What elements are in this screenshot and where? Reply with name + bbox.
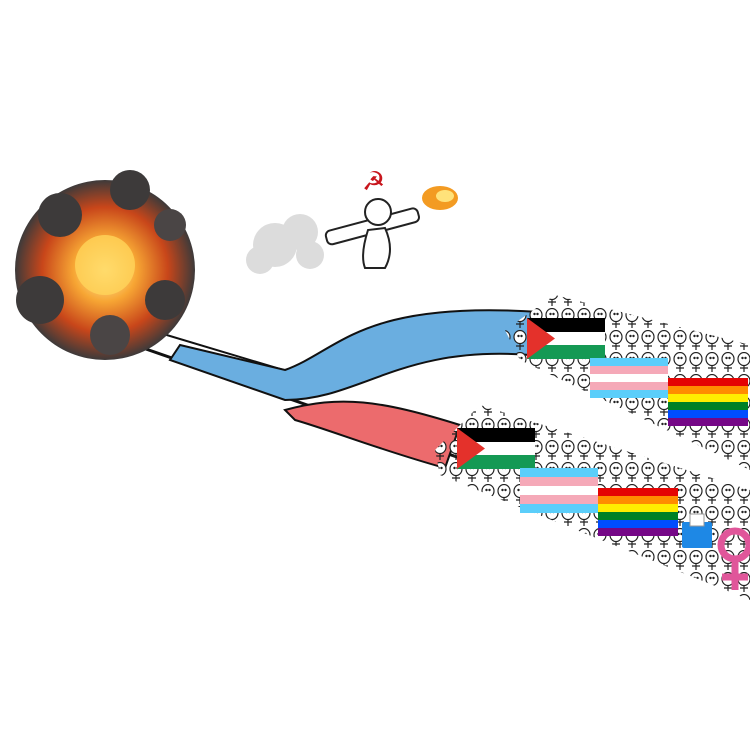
rainbow-flag xyxy=(668,378,748,426)
smoke-cloud xyxy=(246,214,324,274)
muzzle-fire xyxy=(422,186,458,210)
explosion-icon xyxy=(15,170,195,360)
transgender-flag xyxy=(520,468,598,513)
transgender-flag xyxy=(590,358,668,398)
hammer-and-sickle-icon: ☭ xyxy=(362,167,385,197)
rocket-launcher-figure xyxy=(324,198,420,269)
rainbow-flag xyxy=(598,488,678,536)
blue-track xyxy=(168,309,542,402)
red-track xyxy=(283,400,462,470)
female-symbol-icon xyxy=(717,527,750,590)
palestine-flag xyxy=(527,318,605,359)
palestine-flag xyxy=(457,428,535,469)
ballot-box-icon xyxy=(682,513,712,548)
